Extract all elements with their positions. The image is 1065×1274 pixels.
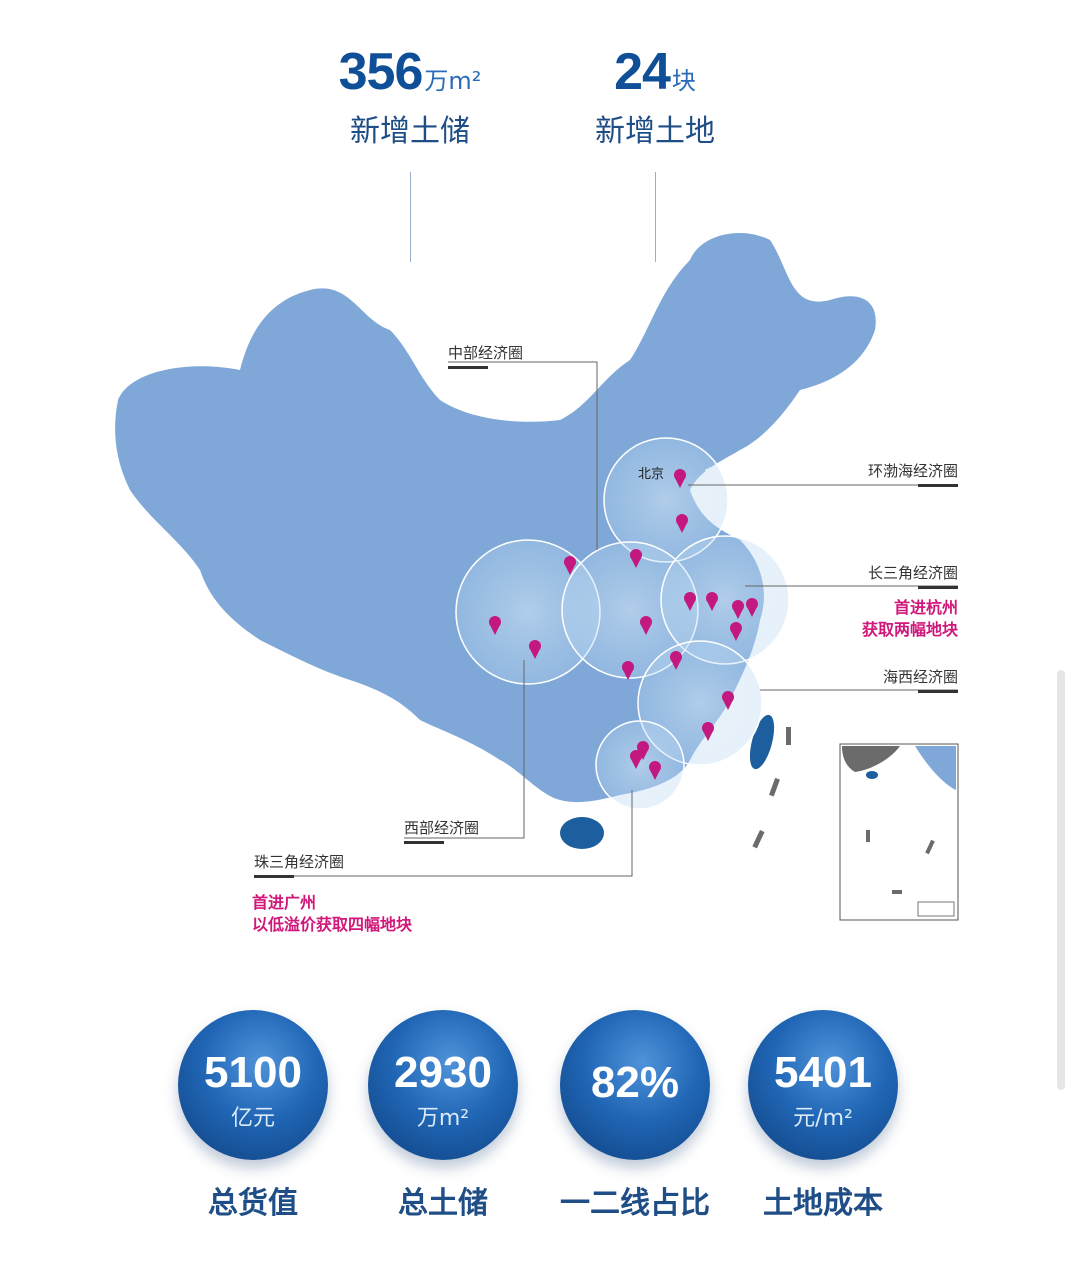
pin: [746, 598, 758, 617]
pin: [722, 691, 734, 710]
stat-total-value: 5100 亿元 总货值: [168, 1010, 338, 1222]
pin: [640, 616, 652, 635]
stat-value: 82%: [590, 1058, 680, 1107]
region-label-central: 中部经济圈: [448, 342, 523, 369]
stat-total-reserve: 2930 万m² 总土储: [358, 1010, 528, 1222]
region-label-yangtze: 长三角经济圈: [868, 562, 958, 589]
stat-new-land-plots: 24块 新增土地: [535, 42, 775, 262]
pin: [730, 622, 742, 641]
pin: [630, 750, 642, 769]
region-label-haixi: 海西经济圈: [883, 666, 958, 693]
stat-circle: 5100 亿元: [178, 1010, 328, 1160]
stat-value: 2930: [394, 1048, 492, 1097]
note-hangzhou: 首进杭州 获取两幅地块: [862, 597, 958, 641]
pin-beijing: [674, 469, 686, 488]
china-mainland: [115, 232, 876, 803]
note-guangzhou: 首进广州 以低溢价获取四幅地块: [252, 892, 412, 936]
city-pins: [489, 469, 758, 780]
stat-label: 一二线占比: [560, 1186, 710, 1221]
region-text: 西部经济圈: [404, 819, 480, 837]
connector-line: [409, 172, 411, 262]
pin: [676, 514, 688, 533]
pin: [630, 549, 642, 568]
label-bar: [918, 484, 958, 487]
stat-unit: 亿元: [230, 1106, 275, 1131]
label-bar: [918, 586, 958, 589]
stat-unit: 元/m²: [793, 1106, 853, 1131]
pin: [732, 600, 744, 619]
label-bar: [448, 366, 488, 369]
nine-dash-line: [752, 727, 791, 849]
south-china-sea-inset: [839, 743, 959, 921]
region-text: 环渤海经济圈: [867, 462, 958, 480]
region-text: 中部经济圈: [448, 344, 524, 362]
stat-circle: 2930 万m²: [368, 1010, 518, 1160]
scrollbar[interactable]: [1057, 670, 1065, 1090]
pin: [649, 761, 661, 780]
pin: [670, 651, 682, 670]
stat-value: 5100: [204, 1048, 302, 1097]
stat-label: 土地成本: [763, 1186, 883, 1221]
pin: [489, 616, 501, 635]
pin: [684, 592, 696, 611]
pin: [702, 722, 714, 741]
pin: [564, 556, 576, 575]
stat-land-cost: 5401 元/m² 土地成本: [738, 1010, 908, 1222]
note-line: 首进广州: [252, 893, 317, 912]
stat-label: 总土储: [398, 1186, 488, 1221]
pin: [529, 640, 541, 659]
region-text: 长三角经济圈: [867, 564, 958, 582]
stat-label: 新增土储: [350, 114, 470, 149]
circle-pearl: [595, 720, 685, 810]
stat-value: 5401: [774, 1048, 872, 1097]
pin: [706, 592, 718, 611]
pin: [622, 661, 634, 680]
label-bar: [404, 841, 444, 844]
stat-new-land-reserve: 356万m² 新增土储: [290, 42, 530, 262]
label-bar: [254, 875, 294, 878]
region-label-pearl: 珠三角经济圈: [254, 851, 344, 878]
stat-value: 24: [614, 43, 671, 101]
china-map: 北京: [115, 232, 959, 921]
stat-label: 新增土地: [595, 114, 715, 149]
region-text: 珠三角经济圈: [254, 853, 345, 871]
note-line: 获取两幅地块: [861, 620, 958, 639]
note-line: 首进杭州: [893, 598, 958, 617]
region-label-west: 西部经济圈: [404, 817, 479, 844]
stat-unit: 万m²: [416, 1106, 470, 1131]
connector-line: [654, 172, 656, 262]
stat-unit: 万m²: [424, 67, 482, 95]
label-bar: [918, 690, 958, 693]
city-label-beijing: 北京: [638, 467, 664, 482]
stat-unit: 块: [671, 67, 696, 95]
hainan-island: [560, 817, 604, 849]
stat-tier-ratio: 82% 一二线占比: [550, 1010, 720, 1222]
stat-circle: 5401 元/m²: [748, 1010, 898, 1160]
taiwan-island: [749, 714, 775, 770]
stat-circle: 82%: [560, 1010, 710, 1160]
stat-value: 356: [338, 43, 424, 101]
stat-label: 总货值: [208, 1186, 298, 1221]
region-text: 海西经济圈: [882, 668, 958, 686]
note-line: 以低溢价获取四幅地块: [252, 915, 413, 934]
region-label-bohai: 环渤海经济圈: [868, 460, 958, 487]
